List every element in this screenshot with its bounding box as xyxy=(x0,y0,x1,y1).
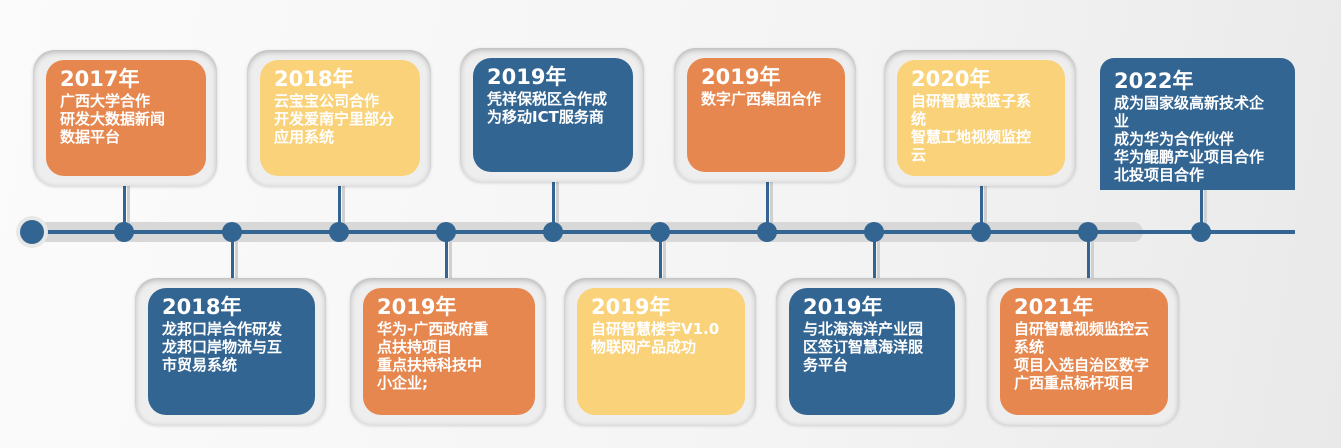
milestone-year: 2019年 xyxy=(591,295,671,319)
connector xyxy=(659,232,662,288)
milestone-text: 智慧工地视频监控 xyxy=(911,128,1032,146)
milestone-text: 自研智慧楼宇V1.0 xyxy=(591,320,720,338)
connector xyxy=(980,176,983,232)
milestone-text: 开发爱南宁里部分 xyxy=(274,110,395,128)
milestone-text: 应用系统 xyxy=(274,128,335,146)
milestone-card: 2017年广西大学合作研发大数据新闻数据平台 xyxy=(46,60,206,176)
milestone-year: 2020年 xyxy=(911,67,991,91)
milestone-year: 2022年 xyxy=(1114,69,1194,93)
milestone-text: 项目入选自治区数字 xyxy=(1014,356,1150,374)
milestone-text: 凭祥保税区合作成 xyxy=(487,90,608,108)
milestone-text: 数字广西集团合作 xyxy=(701,90,822,108)
milestone-year: 2021年 xyxy=(1014,295,1094,319)
milestone-text: 数据平台 xyxy=(60,128,121,146)
milestone-text: 华为鲲鹏产业项目合作 xyxy=(1114,148,1265,166)
timeline-dot xyxy=(971,222,991,242)
milestone-text: 华为-广西政府重 xyxy=(377,320,489,338)
timeline-start-dot xyxy=(20,220,44,244)
connector xyxy=(1087,232,1090,288)
milestone-card: 2019年与北海海洋产业园区签订智慧海洋服务平台 xyxy=(789,288,955,415)
milestone-card: 2019年数字广西集团合作 xyxy=(687,58,845,172)
milestone-text: 龙邦口岸物流与互 xyxy=(162,338,283,356)
milestone-text: 小企业; xyxy=(377,374,428,392)
milestone-text: 统 xyxy=(911,110,927,128)
milestone-year: 2019年 xyxy=(377,295,457,319)
milestone-text: 云 xyxy=(911,146,927,164)
milestone-text: 务平台 xyxy=(803,356,849,374)
timeline-dot xyxy=(114,222,134,242)
connector xyxy=(1200,190,1203,232)
milestone-text: 为移动ICT服务商 xyxy=(487,108,604,126)
milestone-text: 广西重点标杆项目 xyxy=(1014,374,1135,392)
connector xyxy=(338,176,341,232)
timeline-dot xyxy=(1191,222,1211,242)
milestone-text: 成为国家级高新技术企 xyxy=(1114,94,1265,112)
milestone-text: 研发大数据新闻 xyxy=(60,110,166,128)
milestone-text: 成为华为合作伙伴 xyxy=(1114,130,1235,148)
timeline-dot xyxy=(757,222,777,242)
milestone-text: 云宝宝公司合作 xyxy=(274,92,380,110)
milestone-year: 2019年 xyxy=(803,295,883,319)
milestone-text: 龙邦口岸合作研发 xyxy=(162,320,283,338)
milestone-card: 2018年龙邦口岸合作研发龙邦口岸物流与互市贸易系统 xyxy=(148,288,315,415)
milestone-year: 2018年 xyxy=(162,295,242,319)
milestone-text: 系统 xyxy=(1014,338,1045,356)
connector xyxy=(231,232,234,288)
milestone-year: 2017年 xyxy=(60,67,140,91)
timeline-dot xyxy=(436,222,456,242)
timeline-dot xyxy=(864,222,884,242)
timeline-dot xyxy=(650,222,670,242)
milestone-card: 2020年自研智慧菜篮子系统智慧工地视频监控云 xyxy=(897,60,1065,176)
milestone-year: 2019年 xyxy=(487,65,567,89)
milestone-text: 广西大学合作 xyxy=(60,92,151,110)
milestone-text: 重点扶持科技中 xyxy=(377,356,483,374)
milestone-text: 自研智慧菜篮子系 xyxy=(911,92,1032,110)
timeline-dot xyxy=(543,222,563,242)
timeline-dot xyxy=(222,222,242,242)
milestone-year: 2018年 xyxy=(274,67,354,91)
milestone-text: 自研智慧视频监控云 xyxy=(1014,320,1150,338)
milestone-text: 业 xyxy=(1114,112,1130,130)
milestone-card: 2018年云宝宝公司合作开发爱南宁里部分应用系统 xyxy=(260,60,420,176)
milestone-text: 与北海海洋产业园 xyxy=(803,320,924,338)
connector xyxy=(123,176,126,232)
connector xyxy=(873,232,876,288)
milestone-text: 区签订智慧海洋服 xyxy=(803,338,924,356)
milestone-card: 2019年华为-广西政府重点扶持项目重点扶持科技中小企业; xyxy=(363,288,535,415)
milestone-card: 2019年凭祥保税区合作成为移动ICT服务商 xyxy=(473,58,633,172)
milestone-card: 2022年成为国家级高新技术企业成为华为合作伙伴华为鲲鹏产业项目合作北投项目合作 xyxy=(1100,58,1295,190)
connector xyxy=(552,172,555,232)
connector xyxy=(445,232,448,288)
milestone-text: 物联网产品成功 xyxy=(591,338,697,356)
milestone-text: 北投项目合作 xyxy=(1114,166,1205,184)
connector xyxy=(766,172,769,232)
milestone-card: 2021年自研智慧视频监控云系统项目入选自治区数字广西重点标杆项目 xyxy=(1000,288,1168,415)
milestone-text: 点扶持项目 xyxy=(377,338,453,356)
milestone-text: 市贸易系统 xyxy=(162,356,238,374)
timeline-dot xyxy=(329,222,349,242)
milestone-year: 2019年 xyxy=(701,65,781,89)
timeline-dot xyxy=(1078,222,1098,242)
